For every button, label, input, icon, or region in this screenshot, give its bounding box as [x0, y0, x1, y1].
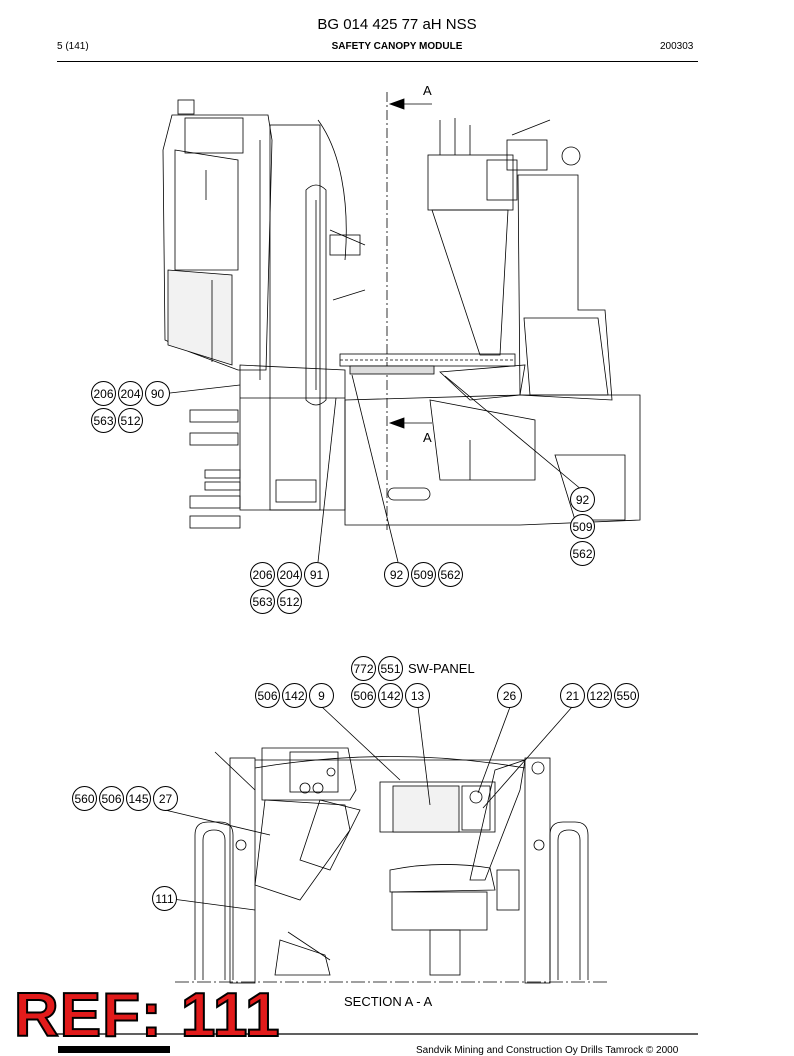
section-mark-bottom: A [423, 430, 432, 445]
callout-91: 91 [304, 562, 329, 587]
callout-772: 772 [351, 656, 376, 681]
ref-banner: REF: 111 [13, 981, 281, 1050]
callout-206: 206 [250, 562, 275, 587]
callout-562: 562 [570, 541, 595, 566]
callout-206: 206 [91, 381, 116, 406]
callout-563: 563 [91, 408, 116, 433]
header-rule [57, 61, 698, 62]
callout-551: 551 [378, 656, 403, 681]
company-logo [58, 1046, 170, 1053]
section-mark-top: A [423, 83, 432, 98]
module-title: SAFETY CANOPY MODULE [331, 41, 463, 52]
callout-145: 145 [126, 786, 151, 811]
callout-21: 21 [560, 683, 585, 708]
date-code: 200303 [660, 41, 694, 52]
callout-142: 142 [378, 683, 403, 708]
canopy-handle [177, 99, 195, 115]
callout-563: 563 [250, 589, 275, 614]
callout-204: 204 [118, 381, 143, 406]
section-arrow-top [388, 98, 405, 110]
footer-copyright: Sandvik Mining and Construction Oy Drill… [416, 1045, 679, 1056]
callout-506: 506 [351, 683, 376, 708]
callout-27: 27 [153, 786, 178, 811]
callout-9: 9 [309, 683, 334, 708]
callout-92: 92 [384, 562, 409, 587]
callout-560: 560 [72, 786, 97, 811]
sw-panel-label: SW-PANEL [408, 661, 475, 676]
callout-562: 562 [438, 562, 463, 587]
callout-506: 506 [255, 683, 280, 708]
page-number: 5 (141) [57, 41, 89, 52]
callout-204: 204 [277, 562, 302, 587]
callout-111: 111 [152, 886, 177, 911]
callout-122: 122 [587, 683, 612, 708]
callout-550: 550 [614, 683, 639, 708]
callout-509: 509 [411, 562, 436, 587]
callout-142: 142 [282, 683, 307, 708]
section-caption: SECTION A - A [344, 994, 433, 1009]
callout-13: 13 [405, 683, 430, 708]
callout-92: 92 [570, 487, 595, 512]
callout-509: 509 [570, 514, 595, 539]
document-title: BG 014 425 77 aH NSS [317, 16, 477, 33]
section-arrow-bottom [388, 417, 405, 429]
callout-26: 26 [497, 683, 522, 708]
callout-512: 512 [118, 408, 143, 433]
callout-512: 512 [277, 589, 302, 614]
callout-90: 90 [145, 381, 170, 406]
callout-506: 506 [99, 786, 124, 811]
